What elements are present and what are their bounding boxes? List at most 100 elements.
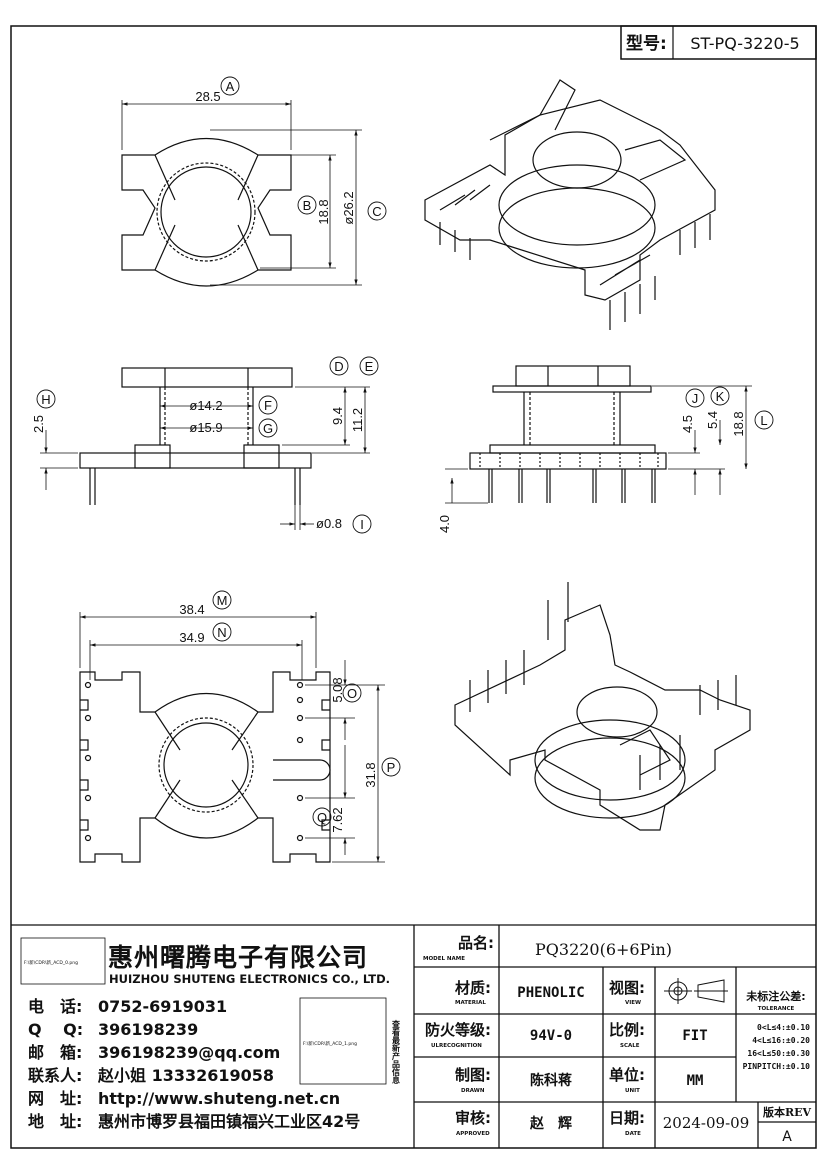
date-value: 2024-09-09 [663, 1114, 749, 1132]
fire-rating-sub: ULRECOGNITION [431, 1043, 482, 1049]
dim-j-tag: J [692, 391, 699, 406]
dim-pin-length-value: 4.0 [437, 515, 452, 533]
drawn-label: 制图: [455, 1066, 491, 1084]
dim-n-value: 34.9 [179, 630, 204, 645]
company-name-cn: 惠州曙腾电子有限公司 [108, 943, 368, 972]
material-label: 材质: [455, 979, 491, 997]
dim-q-tag: Q [317, 810, 327, 825]
date-sub: DATE [625, 1131, 641, 1137]
dim-l-tag: L [760, 413, 767, 428]
contact-qq-label: Q Q: [28, 1020, 83, 1039]
dim-b-tag: B [303, 198, 312, 213]
product-name-value: PQ3220(6+6Pin) [535, 940, 672, 959]
unit-label: 单位: [609, 1066, 645, 1084]
dim-o-value: 5.08 [330, 677, 345, 702]
qr-placeholder-text: F:\新\CDR\新_ACD_1.png [303, 1040, 357, 1047]
company-name-en: HUIZHOU SHUTENG ELECTRONICS CO., LTD. [109, 972, 390, 986]
dim-l-value: 18.8 [731, 411, 746, 436]
dim-c-tag: C [372, 204, 381, 219]
projection-symbol-icon [664, 978, 728, 1004]
product-name-sub: MODEL NAME [423, 956, 465, 962]
contact-website-label: 网 址: [28, 1089, 82, 1108]
dim-d-tag: D [334, 359, 343, 374]
view-sub: VIEW [625, 1000, 641, 1006]
contact-person-value: 赵小姐 13332619058 [97, 1066, 274, 1085]
dim-j-value: 4.5 [680, 415, 695, 433]
dim-d-value: 9.4 [330, 407, 345, 425]
scale-sub: SCALE [620, 1043, 640, 1049]
dim-m-value: 38.4 [179, 602, 204, 617]
tolerance-line-3: 16<L≤50:±0.30 [747, 1049, 810, 1058]
contact-phone-value: 0752-6919031 [98, 997, 227, 1016]
dim-k-tag: K [716, 389, 725, 404]
dim-c-value: ø26.2 [341, 191, 356, 224]
front-view [445, 365, 774, 504]
title-fields: 品名: MODEL NAME PQ3220(6+6Pin) 材质: MATERI… [423, 934, 811, 1145]
approved-label: 审核: [455, 1109, 491, 1127]
side-view [36, 356, 379, 534]
dim-a-value: 28.5 [195, 89, 220, 104]
logo-placeholder-text: F:\新\CDR\新_ACD_0.png [24, 959, 78, 966]
dim-a-tag: A [226, 79, 235, 94]
qr-code-box [299, 997, 387, 1085]
dim-g-value: ø15.9 [189, 420, 222, 435]
revision-label: 版本REV [763, 1105, 812, 1119]
dim-f-value: ø14.2 [189, 398, 222, 413]
unit-sub: UNIT [625, 1088, 640, 1094]
dim-n-tag: N [217, 625, 226, 640]
dim-h-value: 2.5 [31, 415, 46, 433]
scale-value: FIT [682, 1028, 707, 1044]
drawn-value: 陈科蒋 [530, 1072, 572, 1089]
contact-address-value: 惠州市博罗县福田镇福兴工业区42号 [98, 1112, 360, 1131]
material-value: PHENOLIC [517, 985, 584, 1001]
dim-o-tag: O [347, 686, 357, 701]
dim-p-value: 31.8 [363, 762, 378, 787]
contact-email-label: 邮 箱: [28, 1043, 82, 1062]
contact-list: 电 话: 0752-6919031 Q Q: 396198239 邮 箱: 39… [28, 997, 360, 1131]
drawn-sub: DRAWN [461, 1088, 485, 1094]
contact-address-label: 地 址: [28, 1112, 82, 1131]
material-sub: MATERIAL [455, 1000, 486, 1006]
model-label: 型号: [626, 33, 667, 54]
revision-value: A [782, 1129, 792, 1145]
date-label: 日期: [609, 1109, 645, 1127]
tolerance-line-4: PINPITCH:±0.10 [743, 1062, 811, 1071]
approved-sub: APPROVED [456, 1131, 490, 1137]
model-number: ST-PQ-3220-5 [690, 34, 799, 53]
tolerance-line-1: 0<L≤4:±0.10 [757, 1023, 810, 1032]
tolerance-title: 未标注公差: [745, 989, 805, 1003]
dim-e-tag: E [365, 359, 374, 374]
fire-rating-label: 防火等级: [425, 1021, 491, 1039]
top-view [121, 76, 387, 287]
bottom-view [79, 590, 401, 863]
approved-value: 赵 辉 [529, 1115, 572, 1132]
contact-qq-value: 396198239 [98, 1020, 198, 1039]
dim-i-value: ø0.8 [316, 516, 342, 531]
contact-website-value[interactable]: http://www.shuteng.net.cn [98, 1089, 340, 1108]
contact-phone-label: 电 话: [28, 997, 82, 1016]
tolerance-sub: TOLERANCE [758, 1006, 795, 1012]
fire-rating-value: 94V-0 [530, 1028, 572, 1044]
contact-email-value[interactable]: 396198239@qq.com [98, 1043, 280, 1062]
company-logo [20, 937, 106, 985]
contact-person-label: 联系人: [28, 1066, 82, 1085]
dim-k-value: 5.4 [705, 411, 720, 429]
dim-m-tag: M [217, 593, 228, 608]
dim-i-tag: I [360, 517, 364, 532]
isometric-view-top [424, 79, 716, 330]
isometric-view-bottom [454, 582, 751, 831]
view-label: 视图: [609, 979, 645, 997]
dim-e-value: 11.2 [350, 408, 365, 432]
dim-g-tag: G [263, 421, 273, 436]
scale-label: 比例: [609, 1021, 645, 1039]
dim-h-tag: H [41, 392, 50, 407]
dim-b-value: 18.8 [316, 199, 331, 224]
tolerance-line-2: 4<L≤16:±0.20 [752, 1036, 810, 1045]
unit-value: MM [687, 1073, 704, 1089]
title-block-lines [11, 924, 816, 1148]
dim-f-tag: F [264, 398, 272, 413]
model-header: 型号: ST-PQ-3220-5 [620, 25, 817, 60]
dim-q-value: 7.62 [330, 807, 345, 832]
qr-caption: 查看最新产品信息 [391, 1019, 401, 1085]
product-name-label: 品名: [458, 934, 494, 952]
